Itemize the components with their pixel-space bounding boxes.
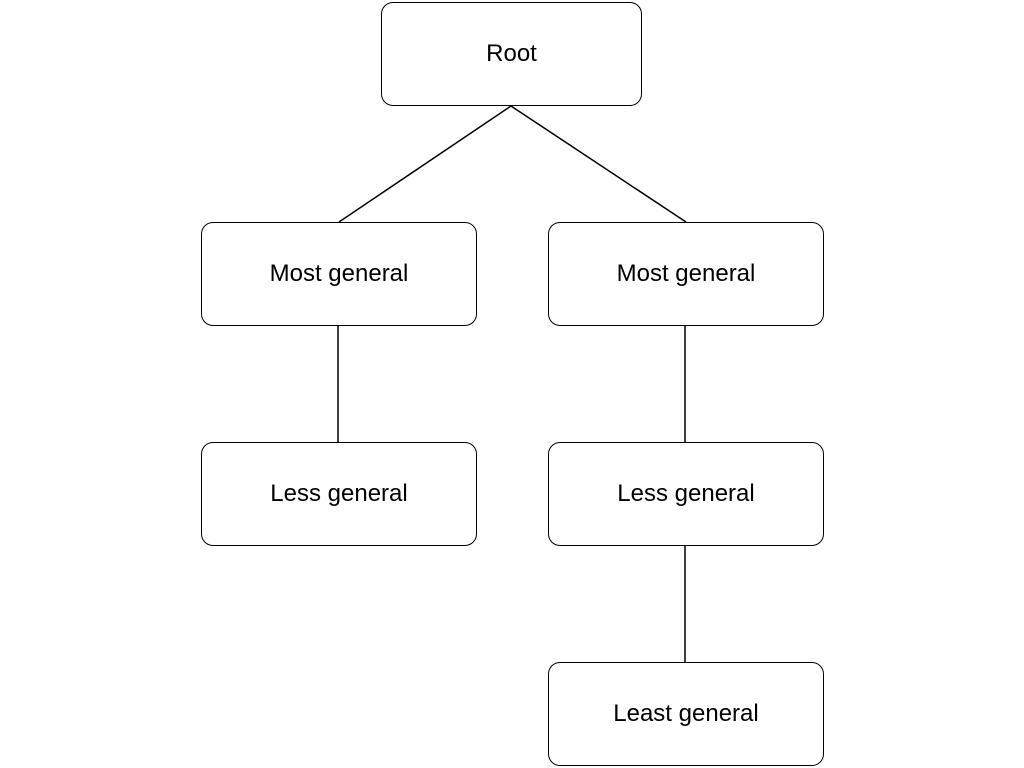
node-root: Root: [381, 2, 642, 106]
node-most-general-left-label: Most general: [269, 260, 409, 287]
node-less-general-right: Less general: [548, 442, 824, 546]
node-least-general: Least general: [548, 662, 824, 766]
edge-root-to-general-left: [338, 105, 512, 223]
node-less-general-left-label: Less general: [270, 480, 408, 507]
node-most-general-right: Most general: [548, 222, 824, 326]
node-most-general-right-label: Most general: [616, 260, 756, 287]
node-less-general-right-label: Less general: [617, 480, 755, 507]
node-less-general-left: Less general: [201, 442, 477, 546]
node-root-label: Root: [486, 40, 537, 67]
node-most-general-left: Most general: [201, 222, 477, 326]
edge-root-to-general-right: [510, 105, 687, 223]
node-least-general-label: Least general: [613, 700, 759, 727]
